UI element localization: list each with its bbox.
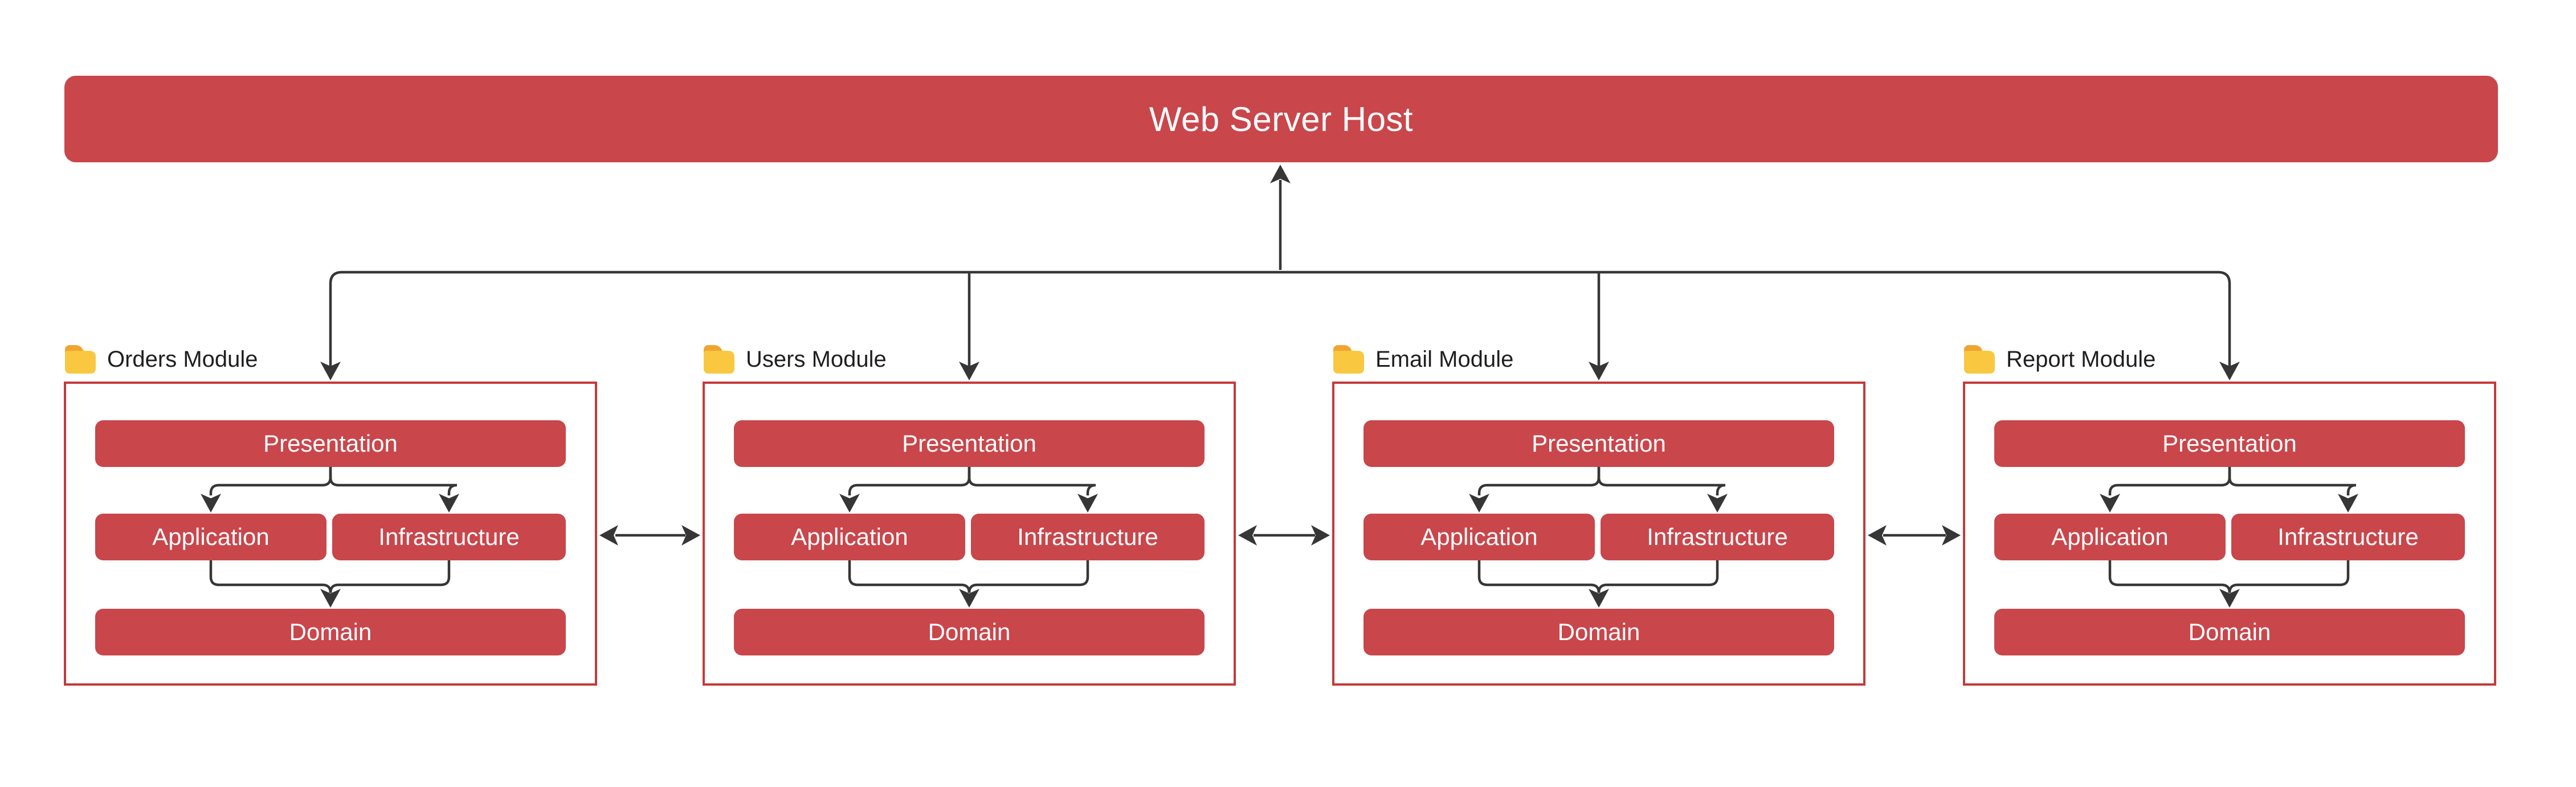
module-orders-label: Orders Module <box>107 346 258 372</box>
module-users-label: Users Module <box>746 346 887 372</box>
email-report-bidirectional-arrow <box>1868 525 1961 546</box>
folder-icon <box>704 345 734 374</box>
report-presentation-node[interactable]: Presentation <box>1994 420 2465 467</box>
users-domain-node[interactable]: Domain <box>734 609 1205 655</box>
node-label: Presentation <box>2162 430 2297 457</box>
node-label: Infrastructure <box>1017 523 1158 550</box>
node-label: Infrastructure <box>1647 523 1788 550</box>
node-label: Domain <box>2188 618 2271 645</box>
web-server-host-label: Web Server Host <box>1149 100 1414 138</box>
node-label: Application <box>791 523 908 550</box>
module-report: Report Module Presentation Application I… <box>1963 342 2496 690</box>
module-report-label: Report Module <box>2006 346 2156 372</box>
module-report-box[interactable]: Presentation Application Infrastructure … <box>1963 382 2496 686</box>
folder-icon <box>1333 345 1364 374</box>
node-label: Presentation <box>263 430 398 457</box>
node-label: Application <box>1420 523 1538 550</box>
module-email-label: Email Module <box>1375 346 1514 372</box>
folder-icon <box>65 345 96 374</box>
orders-presentation-node[interactable]: Presentation <box>95 420 566 467</box>
node-label: Presentation <box>902 430 1036 457</box>
module-email: Email Module Presentation Application In… <box>1332 342 1865 690</box>
email-application-node[interactable]: Application <box>1363 514 1595 560</box>
users-presentation-node[interactable]: Presentation <box>734 420 1205 467</box>
report-infrastructure-node[interactable]: Infrastructure <box>2231 514 2465 560</box>
node-label: Infrastructure <box>2277 523 2419 550</box>
report-domain-node[interactable]: Domain <box>1994 609 2465 655</box>
web-server-host-node[interactable]: Web Server Host <box>64 76 2498 162</box>
module-email-box[interactable]: Presentation Application Infrastructure … <box>1332 382 1865 686</box>
node-label: Domain <box>1557 618 1640 645</box>
folder-icon <box>1964 345 1995 374</box>
node-label: Application <box>152 523 270 550</box>
report-application-node[interactable]: Application <box>1994 514 2226 560</box>
module-report-header: Report Module <box>1964 343 2155 376</box>
orders-application-node[interactable]: Application <box>95 514 326 560</box>
node-label: Infrastructure <box>378 523 520 550</box>
node-label: Application <box>2051 523 2169 550</box>
node-label: Presentation <box>1532 430 1666 457</box>
orders-domain-node[interactable]: Domain <box>95 609 566 655</box>
node-label: Domain <box>289 618 372 645</box>
module-orders: Orders Module Presentation Application I… <box>64 342 597 690</box>
email-infrastructure-node[interactable]: Infrastructure <box>1601 514 1834 560</box>
module-email-header: Email Module <box>1333 343 1513 376</box>
module-orders-box[interactable]: Presentation Application Infrastructure … <box>64 382 597 686</box>
node-label: Domain <box>928 618 1011 645</box>
orders-users-bidirectional-arrow <box>599 525 700 546</box>
users-application-node[interactable]: Application <box>734 514 965 560</box>
users-infrastructure-node[interactable]: Infrastructure <box>971 514 1205 560</box>
orders-infrastructure-node[interactable]: Infrastructure <box>332 514 566 560</box>
email-domain-node[interactable]: Domain <box>1363 609 1834 655</box>
email-presentation-node[interactable]: Presentation <box>1363 420 1834 467</box>
module-users-box[interactable]: Presentation Application Infrastructure … <box>703 382 1236 686</box>
module-users: Users Module Presentation Application In… <box>703 342 1236 690</box>
host-trunk-connector <box>320 165 2240 380</box>
module-orders-header: Orders Module <box>65 343 258 376</box>
module-users-header: Users Module <box>704 343 887 376</box>
users-email-bidirectional-arrow <box>1238 525 1330 546</box>
